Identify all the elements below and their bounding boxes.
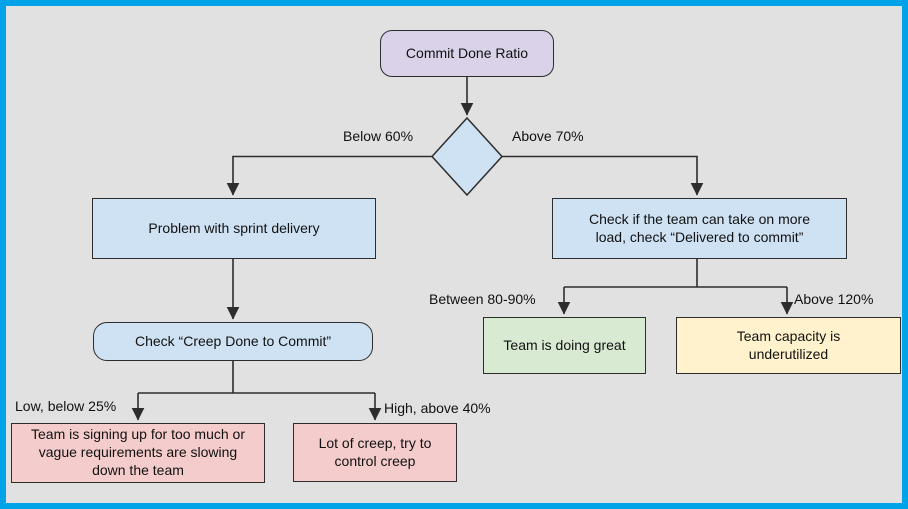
node-team-doing-great: Team is doing great bbox=[483, 317, 646, 374]
edge-label-above-120: Above 120% bbox=[794, 291, 874, 307]
node-lot-of-creep: Lot of creep, try to control creep bbox=[293, 423, 457, 482]
node-check-creep-done-to-commit: Check “Creep Done to Commit” bbox=[93, 322, 373, 361]
node-signing-up-too-much: Team is signing up for too much or vague… bbox=[11, 423, 265, 483]
node-lot-of-creep-label: Lot of creep, try to control creep bbox=[318, 434, 432, 469]
edge-check-load-stem bbox=[564, 259, 787, 288]
edge-label-between-80-90: Between 80-90% bbox=[429, 291, 536, 307]
node-commit-done-ratio-label: Commit Done Ratio bbox=[405, 44, 529, 61]
edge-decision-to-check-load bbox=[502, 155, 704, 196]
node-check-team-load-label: Check if the team can take on more load,… bbox=[589, 210, 810, 245]
node-problem-with-sprint-delivery: Problem with sprint delivery bbox=[92, 198, 376, 259]
node-team-capacity-underutilized-label: Team capacity is underutilized bbox=[736, 327, 841, 362]
edge-label-low-below-25: Low, below 25% bbox=[15, 398, 117, 414]
node-team-capacity-underutilized: Team capacity is underutilized bbox=[676, 317, 901, 374]
node-commit-done-ratio: Commit Done Ratio bbox=[380, 30, 554, 77]
edge-label-below-60: Below 60% bbox=[343, 128, 414, 144]
edge-label-above-70: Above 70% bbox=[512, 128, 584, 144]
edge-label-high-above-40: High, above 40% bbox=[384, 400, 491, 416]
decision-diamond bbox=[430, 116, 504, 197]
edge-decision-to-problem bbox=[226, 155, 432, 196]
edge-check-creep-stem bbox=[138, 361, 375, 394]
node-check-creep-label: Check “Creep Done to Commit” bbox=[134, 332, 332, 349]
node-check-team-load: Check if the team can take on more load,… bbox=[552, 198, 847, 259]
node-signing-up-too-much-label: Team is signing up for too much or vague… bbox=[31, 426, 245, 478]
node-team-doing-great-label: Team is doing great bbox=[503, 336, 626, 353]
node-problem-label: Problem with sprint delivery bbox=[148, 219, 320, 236]
